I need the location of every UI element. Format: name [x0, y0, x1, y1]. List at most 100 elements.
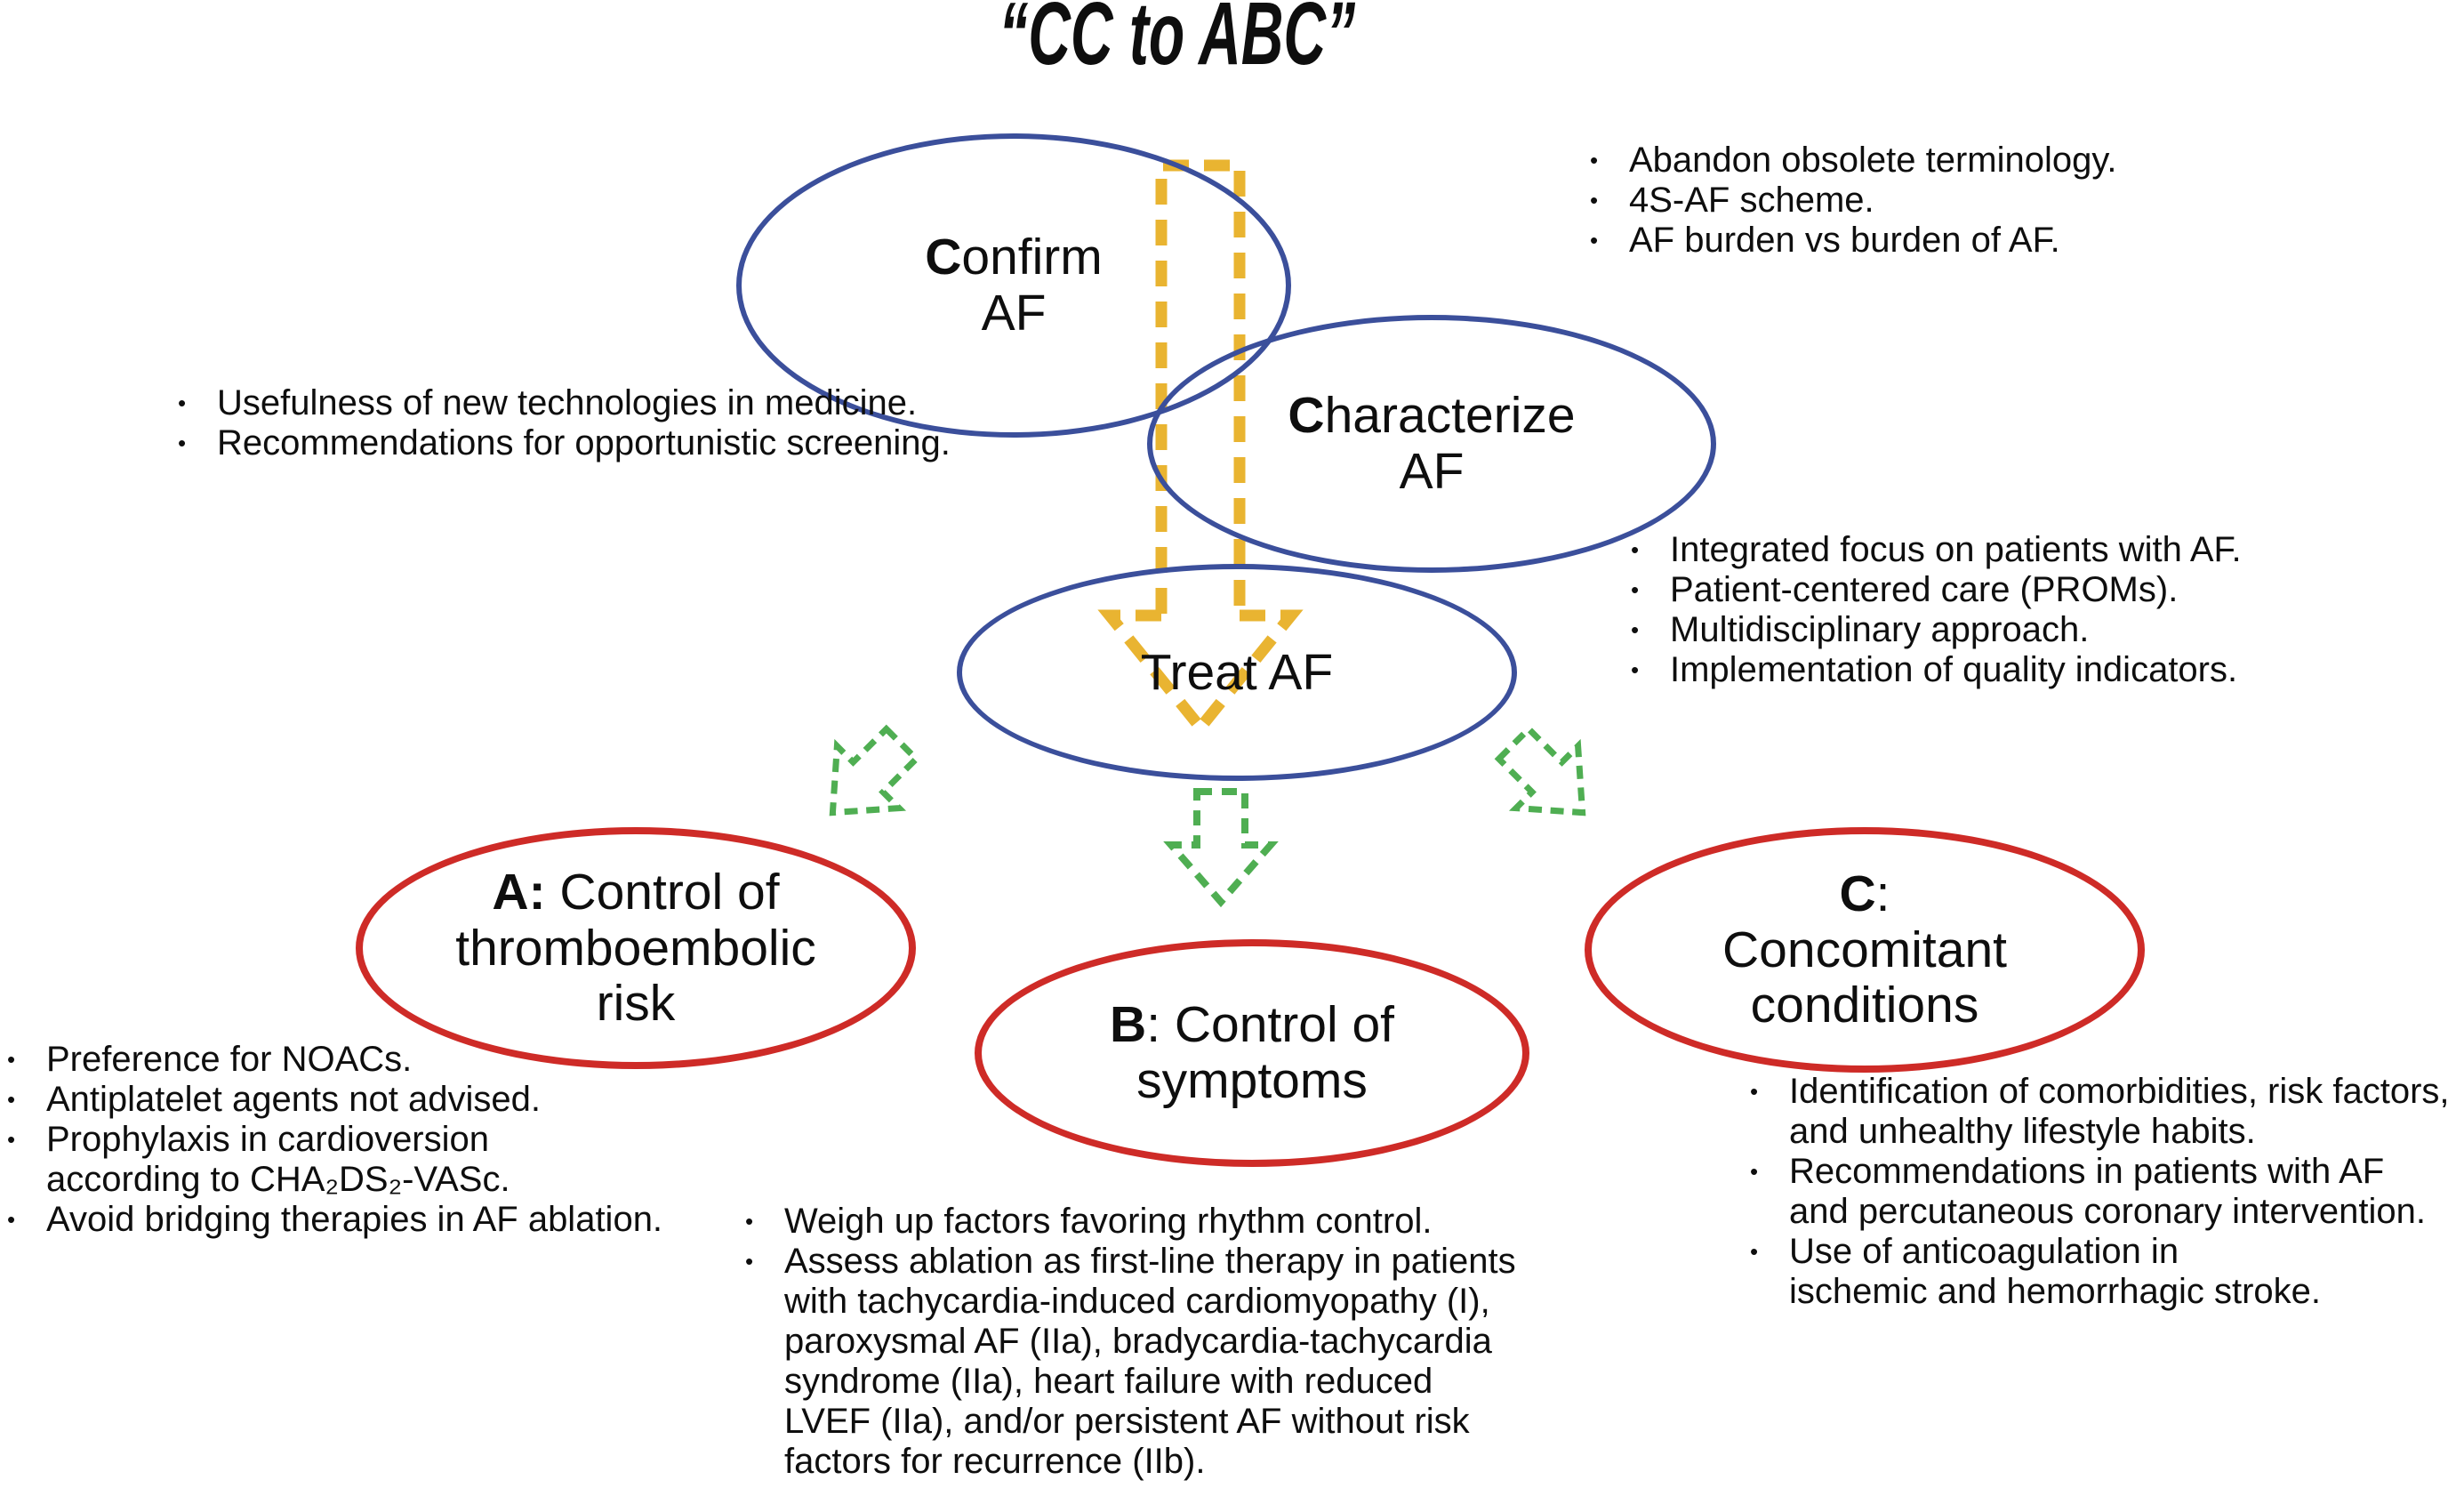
list-line: Recommendations for opportunistic screen…	[217, 423, 951, 462]
list-line: and unhealthy lifestyle habits.	[1789, 1112, 2256, 1151]
list-item: • Usefulness of new technologies in medic…	[178, 383, 951, 423]
list-line: Identification of comorbidities, risk fa…	[1789, 1072, 2450, 1111]
list-item-text: Identification of comorbidities, risk fa…	[1789, 1072, 2450, 1152]
list-treat-notes: • Integrated focus on patients with AF. • P…	[1631, 530, 2242, 690]
list-line: Multidisciplinary approach.	[1670, 610, 2090, 649]
label-line: symptoms	[1136, 1052, 1368, 1109]
list-item: • Recommendations for opportunistic scree…	[178, 423, 951, 463]
bullet-icon: •	[178, 430, 187, 456]
list-item: •Preference for NOACs.	[7, 1040, 662, 1080]
bullet-icon: •	[1590, 187, 1599, 213]
list-line: and percutaneous coronary intervention.	[1789, 1192, 2427, 1231]
label-line: AF	[1399, 443, 1465, 500]
list-item: • Avoid bridging therapies in AF ablation…	[7, 1200, 662, 1240]
lead-letter: B	[1110, 996, 1147, 1054]
list-item-text: Assess ablation as first-line therapy in…	[784, 1242, 1516, 1482]
list-line: Recommendations in patients with AF	[1789, 1152, 2385, 1191]
node-characterize-af: Characterize AF	[1147, 315, 1716, 573]
node-treat-af-label: Treat AF	[1141, 644, 1333, 701]
label-line: AF	[981, 285, 1047, 342]
list-line: Integrated focus on patients with AF.	[1670, 530, 2242, 569]
label-line: Concomitant	[1722, 921, 2007, 978]
list-line: Weigh up factors favoring rhythm control…	[784, 1202, 1433, 1241]
list-line: Antiplatelet agents not advised.	[46, 1080, 541, 1119]
list-item: •AF burden vs burden of AF.	[1590, 221, 2117, 261]
list-screening-notes: • Usefulness of new technologies in medic…	[178, 383, 951, 463]
list-item: • Implementation of quality indicators.	[1631, 650, 2242, 690]
node-confirm-af: Confirm AF	[736, 133, 1291, 438]
list-line: Use of anticoagulation in	[1789, 1232, 2179, 1271]
list-item-text: Integrated focus on patients with AF.	[1670, 530, 2242, 570]
list-item: • Integrated focus on patients with AF.	[1631, 530, 2242, 570]
list-item-text: Implementation of quality indicators.	[1670, 650, 2237, 690]
list-item-text: Multidisciplinary approach.	[1670, 610, 2089, 650]
list-line: Patient-centered care (PROMs).	[1670, 570, 2179, 609]
node-treat-af: Treat AF	[957, 564, 1517, 781]
bullet-icon: •	[7, 1046, 16, 1073]
bullet-icon: •	[1631, 576, 1640, 603]
bullet-icon: •	[7, 1206, 16, 1233]
node-b-control-of-symptoms: B: Control of symptoms	[975, 939, 1529, 1167]
label-text: haracterize	[1324, 387, 1576, 445]
label-text: Control of	[545, 863, 780, 921]
list-a-notes: •Preference for NOACs.•Antiplatelet agen…	[7, 1040, 662, 1240]
bullet-icon: •	[1631, 656, 1640, 683]
list-line: Usefulness of new technologies in medici…	[217, 383, 918, 422]
list-line: 4S-AF scheme.	[1629, 181, 1874, 220]
list-item: •Antiplatelet agents not advised.	[7, 1080, 662, 1120]
label-text: : Control of	[1146, 996, 1394, 1054]
list-item-text: 4S-AF scheme.	[1629, 181, 1874, 221]
list-line: Prophylaxis in cardioversion	[46, 1120, 490, 1159]
figure-title: “CC to ABC”	[907, 0, 1441, 81]
node-characterize-af-label: Characterize AF	[1288, 388, 1575, 499]
bullet-icon: •	[1590, 147, 1599, 173]
list-line: paroxysmal AF (IIa), bradycardia-tachyca…	[784, 1322, 1492, 1361]
list-item: • Assess ablation as first-line therapy i…	[745, 1242, 1516, 1482]
label-text: :	[1875, 865, 1890, 922]
node-c-label: C: Concomitant conditions	[1722, 866, 2007, 1034]
bullet-icon: •	[1750, 1078, 1759, 1105]
label-text: onfirm	[961, 229, 1103, 286]
list-line: Implementation of quality indicators.	[1670, 650, 2238, 689]
bullet-icon: •	[1631, 616, 1640, 643]
list-item-text: Abandon obsolete terminology.	[1629, 141, 2117, 181]
list-line: Assess ablation as first-line therapy in…	[784, 1242, 1516, 1281]
list-item-text: Recommendations for opportunistic screen…	[217, 423, 951, 463]
bullet-icon: •	[178, 390, 187, 416]
list-line: with tachycardia-induced cardiomyopathy …	[784, 1282, 1490, 1321]
list-item-text: Patient-centered care (PROMs).	[1670, 570, 2178, 610]
list-b-notes: • Weigh up factors favoring rhythm contro…	[745, 1202, 1516, 1482]
green-arrow-to-a	[829, 724, 921, 816]
list-item: • 4S-AF scheme.	[1590, 181, 2117, 221]
label-line: thromboembolic	[455, 919, 816, 977]
label-line: conditions	[1750, 977, 1979, 1034]
bullet-icon: •	[7, 1126, 16, 1153]
lead-letter: C	[1288, 387, 1325, 445]
node-b-label: B: Control of symptoms	[1110, 997, 1394, 1108]
list-line: Abandon obsolete terminology.	[1629, 141, 2117, 180]
list-characterize-notes: • Abandon obsolete terminology. • 4S-AF sch…	[1590, 141, 2117, 261]
lead-letter: C	[1839, 865, 1876, 922]
list-item: • Multidisciplinary approach.	[1631, 610, 2242, 650]
bullet-icon: •	[745, 1248, 754, 1275]
list-item-text: Avoid bridging therapies in AF ablation.	[46, 1200, 662, 1240]
list-line: syndrome (IIa), heart failure with reduc…	[784, 1362, 1433, 1401]
bullet-icon: •	[745, 1208, 754, 1235]
lead-letter: C	[925, 229, 962, 286]
list-c-notes: • Identification of comorbidities, risk f…	[1750, 1072, 2450, 1312]
figure-title-text: “CC to ABC”	[999, 0, 1356, 84]
list-line: according to CHA₂DS₂-VASc.	[46, 1160, 510, 1199]
node-c-concomitant-conditions: C: Concomitant conditions	[1585, 827, 2145, 1073]
bullet-icon: •	[1631, 536, 1640, 563]
list-item: • Abandon obsolete terminology.	[1590, 141, 2117, 181]
lead-letter: A:	[492, 863, 546, 921]
list-item-text: Antiplatelet agents not advised.	[46, 1080, 541, 1120]
list-item-text: AF burden vs burden of AF.	[1629, 221, 2060, 261]
list-line: AF burden vs burden of AF.	[1629, 221, 2060, 260]
list-line: Avoid bridging therapies in AF ablation.	[46, 1200, 663, 1239]
